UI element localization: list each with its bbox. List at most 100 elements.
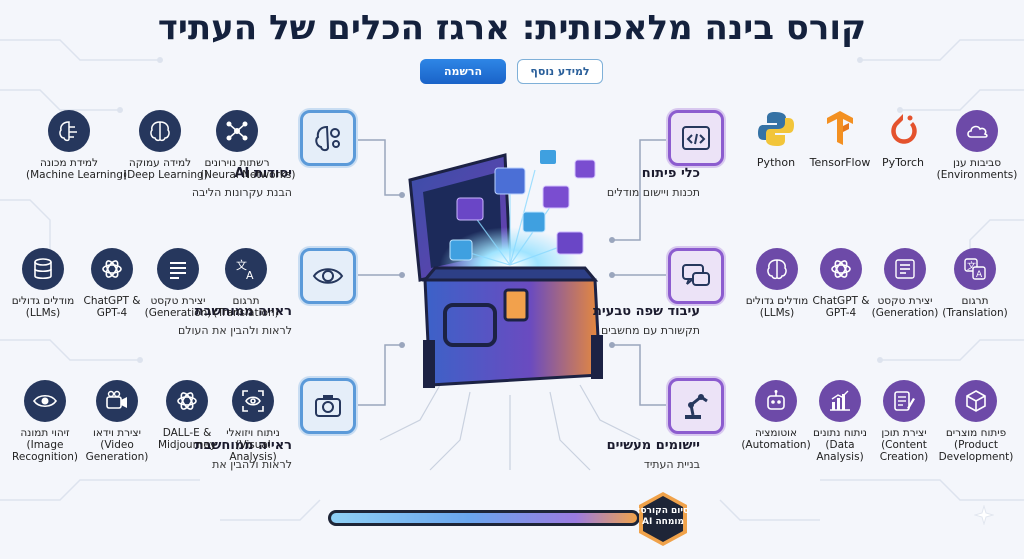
tool-label-en: DALL-E & — [162, 427, 212, 439]
tool-label-en-2: Recognition) — [12, 451, 78, 463]
practical-apps-category-icon[interactable] — [668, 378, 724, 434]
tool-label-en: (Data — [825, 439, 855, 451]
openai-icon — [102, 260, 122, 278]
tool-label-en-2: Analysis) — [816, 451, 864, 463]
video-camera-icon — [106, 390, 127, 409]
computer-vision-2-category-icon[interactable] — [300, 378, 356, 434]
tool-label-en: (Image — [26, 439, 64, 451]
dev-tools-category-icon[interactable] — [668, 110, 724, 166]
brain-layers-icon — [150, 121, 170, 142]
sparkle-icon — [974, 505, 994, 525]
tool-dalle-midjourney[interactable]: DALL-E & Midjourney — [150, 380, 224, 451]
tool-content-creation[interactable]: יצירת תוכן (Content Creation) — [867, 380, 941, 463]
brain-circuit-icon — [59, 121, 77, 142]
tool-label-en-2: Creation) — [879, 451, 929, 463]
category-subtitle-ai-foundations: הבנת עקרונות הליבה — [191, 186, 292, 199]
tool-label-he: יצירת וידאו — [93, 427, 141, 439]
tool-label-he: סביבות ענן — [952, 157, 1002, 169]
text-lines-icon — [170, 262, 186, 279]
tool-label-en: (Generation) — [144, 307, 212, 319]
tool-label-he: ניתוח נתונים — [813, 427, 867, 439]
translate-icon: 文A — [236, 258, 254, 282]
tool-label-en: (LLMs) — [25, 307, 61, 319]
tool-label-en: (Machine Learning) — [26, 169, 128, 181]
category-subtitle-practical-apps: בניית העתיד — [643, 458, 700, 471]
box-icon — [966, 390, 986, 412]
tool-python[interactable]: Python — [739, 108, 813, 169]
nlp-category-icon[interactable] — [668, 248, 724, 304]
register-button[interactable]: הרשמה — [420, 59, 506, 84]
badge-line-1: סיום הקורס: — [636, 506, 690, 516]
tool-chatgpt-left[interactable]: ChatGPT & GPT-4 — [75, 248, 149, 319]
tensorflow-icon — [827, 111, 853, 145]
network-icon — [226, 121, 248, 141]
tool-automation[interactable]: אוטומציה (Automation) — [739, 380, 813, 451]
category-title-nlp: עיבוד שפה טבעית — [592, 304, 700, 319]
category-title-practical-apps: יישומים מעשיים — [606, 438, 700, 453]
page-title: קורס בינה מלאכותית: ארגז הכלים של העתיד — [157, 8, 867, 48]
database-icon — [34, 258, 52, 280]
tool-product-development[interactable]: פיתוח מוצרים (Product Development) — [936, 380, 1016, 463]
tool-label-en: (Automation) — [741, 439, 811, 451]
category-subtitle-dev-tools: תכנות ויישום מודלים — [606, 186, 700, 199]
ai-foundations-category-icon[interactable] — [300, 110, 356, 166]
category-subtitle-computer-vision: לראות ולהבין את העולם — [178, 324, 292, 337]
tool-label-he: מודלים גדולים — [11, 295, 75, 307]
tool-label-en: ChatGPT & — [83, 295, 141, 307]
tool-pytorch[interactable]: PyTorch — [866, 108, 940, 169]
svg-text:A: A — [976, 270, 983, 280]
tool-llms-right[interactable]: מודלים גדולים (LLMs) — [740, 248, 814, 319]
tool-tensorflow[interactable]: TensorFlow — [803, 108, 877, 169]
tool-label-he: ניתוח ויזואלי — [226, 427, 280, 439]
tool-video-generation[interactable]: יצירת וידאו (Video Generation) — [80, 380, 154, 463]
tool-cloud-environments[interactable]: סביבות ענן (Environments) — [934, 110, 1020, 181]
tool-machine-learning[interactable]: למידת מכונה (Machine Learning) — [26, 110, 128, 181]
tool-deep-learning[interactable]: למידה עמוקה (Deep Learning) — [123, 110, 208, 181]
completion-badge-text: סיום הקורס: מומחה AI — [634, 506, 692, 528]
tool-neural-networks[interactable]: רשתות נוירונים (Neural Networks) — [200, 110, 296, 181]
tool-label-en: (Content — [881, 439, 927, 451]
more-info-button[interactable]: למידע נוסף — [517, 59, 603, 84]
tool-label-en: (Video — [100, 439, 134, 451]
scan-eye-icon — [242, 390, 264, 412]
tool-text-generation-left[interactable]: יצירת טקסט (Generation) — [141, 248, 215, 319]
tool-label-tensorflow: TensorFlow — [809, 156, 871, 169]
tool-chatgpt-right[interactable]: ChatGPT & GPT-4 — [804, 248, 878, 319]
tool-label-he: למידת מכונה — [39, 157, 99, 169]
computer-vision-category-icon[interactable] — [300, 248, 356, 304]
tool-label-pytorch: PyTorch — [881, 156, 925, 169]
tool-label-en: ChatGPT & — [812, 295, 870, 307]
tool-label-en: (LLMs) — [759, 307, 795, 319]
tool-data-analysis[interactable]: ניתוח נתונים (Data Analysis) — [803, 380, 877, 463]
category-subtitle-nlp: תקשורת עם מחשבים — [600, 324, 700, 337]
tool-label-en: (Generation) — [871, 307, 939, 319]
category-subtitle-computer-vision-2: לראות ולהבין את — [212, 458, 292, 471]
openai-icon — [177, 392, 197, 410]
bar-chart-icon — [830, 390, 850, 411]
tool-label-en: (Visual — [235, 439, 271, 451]
tool-label-en: (Environments) — [936, 169, 1018, 181]
svg-text:文: 文 — [236, 258, 247, 272]
tool-visual-analysis[interactable]: ניתוח ויזואלי (Visual Analysis) — [216, 380, 290, 463]
badge-line-2: מומחה AI — [642, 517, 684, 527]
category-title-dev-tools: כלי פיתוח — [641, 166, 700, 181]
tool-label-en: (Neural Networks) — [200, 169, 296, 181]
eye-icon — [312, 268, 344, 284]
category-title-computer-vision: ראייה ממוחשבת — [194, 304, 292, 319]
tool-label-he: אוטומציה — [754, 427, 798, 439]
course-progress-bar — [328, 510, 640, 526]
camera-icon — [315, 395, 341, 417]
openai-icon — [831, 260, 851, 278]
tool-label-he: יצירת טקסט — [877, 295, 933, 307]
tool-label-he: מודלים גדולים — [745, 295, 809, 307]
tool-text-generation-right[interactable]: יצירת טקסט (Generation) — [868, 248, 942, 319]
code-window-icon — [682, 126, 710, 150]
tool-label-en: (Translation) — [213, 307, 279, 319]
robot-arm-icon — [685, 394, 708, 419]
tool-label-en: (Deep Learning) — [123, 169, 208, 181]
tool-llms-left[interactable]: מודלים גדולים (LLMs) — [6, 248, 80, 319]
translate-icon: 文A — [964, 258, 986, 280]
tool-image-recognition[interactable]: זיהוי תמונה (Image Recognition) — [8, 380, 82, 463]
